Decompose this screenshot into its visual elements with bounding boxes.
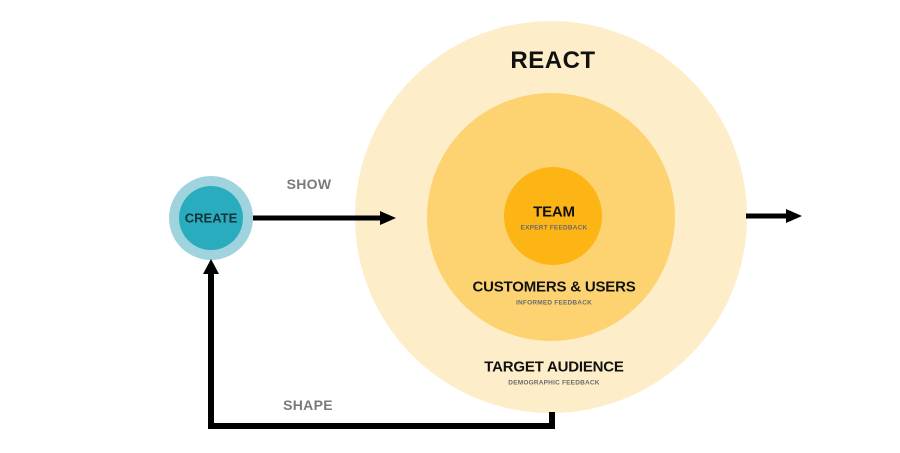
create-node (179, 186, 243, 250)
team-title: TEAM (533, 203, 575, 221)
create-label: CREATE (184, 210, 238, 226)
team-ring (504, 167, 602, 265)
target-audience-subtitle: DEMOGRAPHIC FEEDBACK (508, 379, 600, 387)
react-title: REACT (510, 47, 596, 74)
customers-users-title: CUSTOMERS & USERS (472, 278, 636, 296)
shape-arrow (203, 259, 555, 429)
output-arrow (746, 209, 802, 223)
target-audience-title: TARGET AUDIENCE (484, 358, 624, 376)
show-label: SHOW (286, 176, 332, 192)
team-subtitle: EXPERT FEEDBACK (520, 224, 588, 232)
show-arrow (253, 211, 396, 225)
shape-label: SHAPE (283, 397, 333, 413)
customers-users-subtitle: INFORMED FEEDBACK (516, 299, 592, 307)
